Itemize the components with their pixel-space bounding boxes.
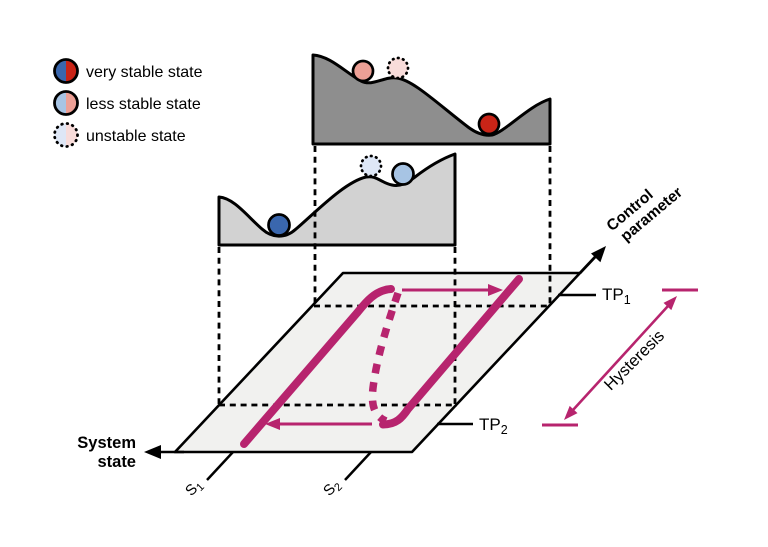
legend-item-less-stable: less stable state (53, 90, 201, 116)
s1-tick (206, 451, 234, 481)
legend-item-unstable: unstable state (53, 122, 186, 148)
s2-label: S2 (320, 476, 345, 501)
control-parameter-axis-label: Controlparameter (604, 171, 686, 248)
arrow-up-right-icon (663, 296, 677, 311)
legend-label-less-stable: less stable state (86, 96, 201, 113)
control-parameter-axis-arrow-icon (591, 246, 606, 263)
legend-item-very-stable: very stable state (53, 58, 203, 84)
system-state-axis (144, 445, 184, 459)
arrow-down-left-icon (564, 405, 578, 420)
arrow-right-icon (488, 284, 503, 296)
svg-text:S2: S2 (320, 476, 345, 501)
tp1-label: TP1 (602, 285, 631, 307)
system-state-axis-arrow-icon (144, 445, 161, 459)
hysteresis-loop-stable-branch-s1 (240, 285, 395, 448)
hysteresis-label: Hysteresis (601, 327, 668, 394)
dotted-pale-circle-icon (53, 122, 79, 148)
ball-less-stable-red-side (351, 59, 375, 83)
ball-very-stable-red-side (477, 112, 501, 136)
lower-potential-landscape (217, 152, 457, 247)
legend-label-unstable: unstable state (86, 128, 186, 145)
s1-label: S1 (182, 476, 207, 501)
hysteresis-loop-unstable-branch (368, 291, 402, 425)
projection-gridlines (217, 146, 552, 407)
arrow-left-icon (265, 418, 280, 430)
ball-unstable-red-side (386, 56, 410, 80)
svg-text:S1: S1 (182, 476, 207, 501)
tipping-jump-backward-arrow (265, 418, 372, 430)
state-plane (173, 271, 582, 454)
s2-tick (344, 451, 372, 481)
half-blue-red-circle-icon (53, 58, 79, 84)
hysteresis-span-annotation: Hysteresis (542, 288, 698, 427)
half-lightblue-salmon-circle-icon (53, 90, 79, 116)
svg-text:Controlparameter: Controlparameter (604, 171, 686, 248)
ball-less-stable-blue-side (391, 162, 415, 186)
hysteresis-loop-stable-branch-s2 (379, 275, 523, 429)
tp2-label: TP2 (479, 415, 508, 437)
tipping-jump-forward-arrow (402, 284, 503, 296)
legend-label-very-stable: very stable state (86, 64, 203, 81)
ball-unstable-blue-side (359, 154, 383, 178)
ball-very-stable-blue-side (267, 213, 291, 237)
upper-potential-landscape (311, 53, 552, 146)
legend: very stable state less stable state unst… (53, 58, 203, 148)
control-parameter-axis (578, 246, 606, 274)
